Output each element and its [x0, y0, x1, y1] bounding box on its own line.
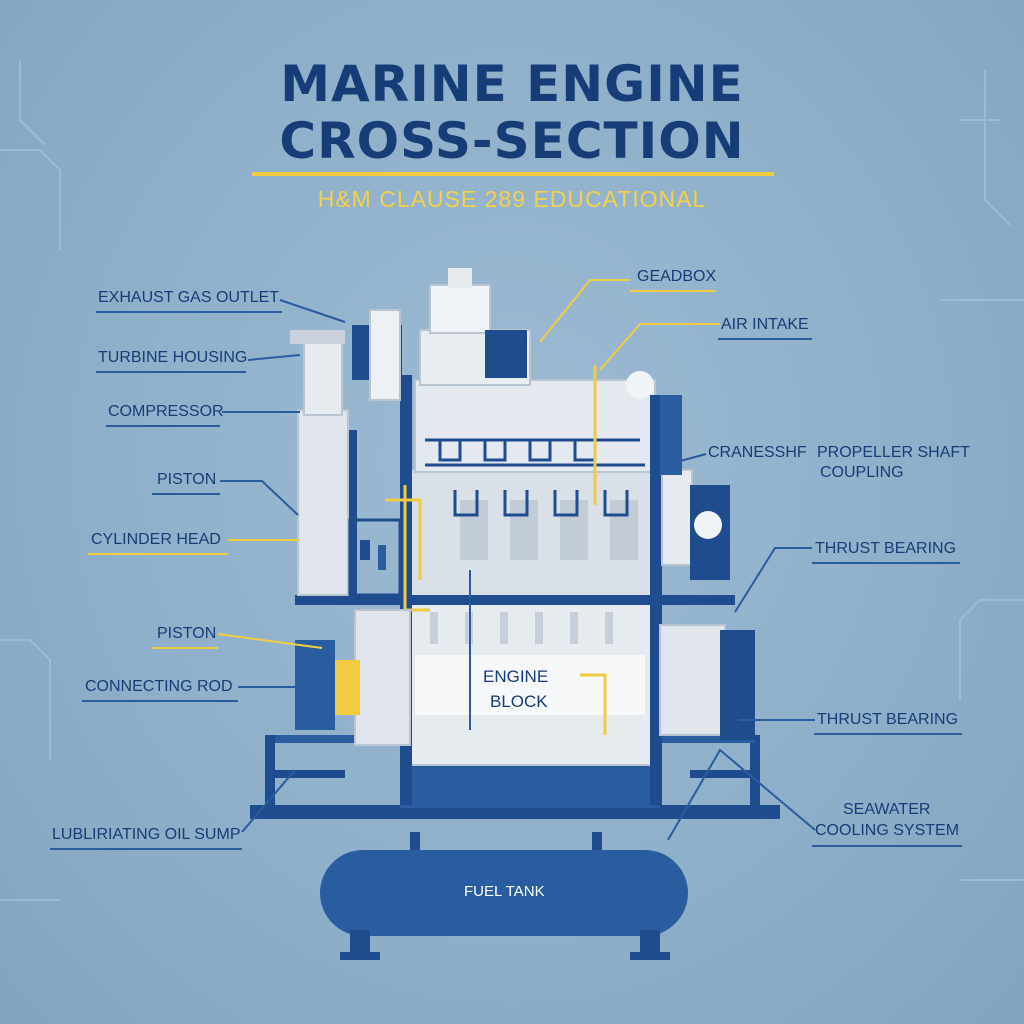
- underline-piston-upper: [152, 493, 220, 495]
- underline-piston-lower: [152, 647, 218, 649]
- background-circuit-traces: [0, 60, 1024, 901]
- label-piston-upper: PISTON: [157, 471, 217, 488]
- underline-turbine: [96, 371, 246, 373]
- underline-thrust-upper: [812, 562, 960, 564]
- turbocharger: [290, 309, 402, 596]
- title-line-1: MARINE ENGINE: [280, 55, 744, 113]
- oil-sump: [400, 760, 660, 808]
- label-connecting-rod: CONNECTING ROD: [85, 678, 233, 695]
- underline-cylinder-head: [88, 553, 228, 555]
- label-exhaust-gas-outlet: EXHAUST GAS OUTLET: [98, 289, 280, 306]
- leader-lines: [217, 279, 816, 841]
- label-piston-lower: PISTON: [157, 625, 217, 642]
- title-underline: [252, 172, 774, 176]
- subtitle: H&M CLAUSE 289 EDUCATIONAL: [317, 186, 707, 212]
- underline-compressor: [106, 425, 220, 427]
- underline-air-intake: [718, 338, 812, 340]
- label-gearbox: GEADBOX: [637, 268, 717, 285]
- gold-piping: [385, 365, 607, 735]
- label-seawater-1: SEAWATER: [843, 801, 931, 818]
- engine-block-label-2: BLOCK: [490, 692, 548, 711]
- label-thrust-bearing-upper: THRUST BEARING: [815, 540, 957, 557]
- label-seawater-2: COOLING SYSTEM: [815, 822, 960, 839]
- label-propeller-shaft-1: PROPELLER SHAFT: [817, 444, 970, 461]
- label-compressor: COMPRESSOR: [108, 403, 224, 420]
- flywheel-housing: [295, 609, 411, 746]
- label-turbine-housing: TURBINE HOUSING: [98, 349, 248, 366]
- label-propeller-shaft-2: COUPLING: [820, 464, 904, 481]
- label-crankshaft: CRANESSHF: [708, 444, 807, 461]
- underline-seawater: [812, 845, 962, 847]
- label-thrust-bearing-lower: THRUST BEARING: [817, 711, 959, 728]
- label-air-intake: AIR INTAKE: [721, 316, 809, 333]
- control-box: [348, 518, 402, 597]
- fuel-tank-label: FUEL TANK: [464, 883, 545, 900]
- engine-block-label-1: ENGINE: [483, 667, 548, 686]
- fuel-tank: FUEL TANK: [320, 832, 688, 960]
- title-line-2: CROSS-SECTION: [279, 112, 745, 170]
- cylinder-section: [409, 379, 661, 599]
- thrust-block: [626, 371, 755, 740]
- label-lubricating-oil-sump: LUBLIRIATING OIL SUMP: [52, 826, 241, 843]
- engine-block: ENGINE BLOCK: [404, 599, 656, 766]
- underline-connecting-rod: [82, 700, 238, 702]
- label-cylinder-head: CYLINDER HEAD: [91, 531, 221, 548]
- top-assembly: [419, 268, 531, 386]
- underline-gearbox: [630, 290, 716, 292]
- underline-exhaust: [96, 311, 282, 313]
- underline-oil-sump: [50, 848, 242, 850]
- underline-thrust-lower: [814, 733, 962, 735]
